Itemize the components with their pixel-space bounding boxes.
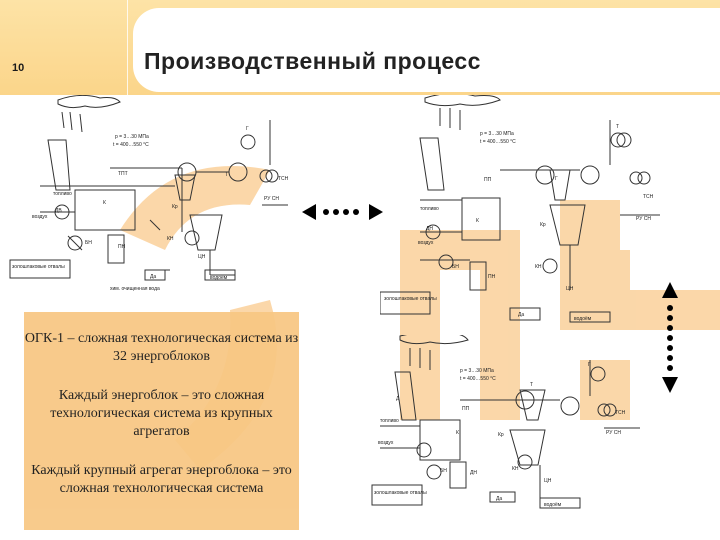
callout-paragraph-3: Каждый крупный агрегат энергоблока – это… xyxy=(31,463,292,496)
d2-bn: БН xyxy=(452,264,459,270)
d3-g: Г xyxy=(588,362,591,368)
d2-water: водоём xyxy=(574,316,592,322)
d3-temperature: t = 400…550 °С xyxy=(460,376,496,382)
d2-ash: золошлаковые отвалы xyxy=(384,296,437,302)
d2-tsn: ТСН xyxy=(643,194,654,200)
d3-water: водоём xyxy=(544,502,562,508)
d1-fuel: топливо xyxy=(53,191,72,197)
d3-kp: Кр xyxy=(498,432,504,438)
d2-de: Да xyxy=(518,312,524,318)
d2-t: Т xyxy=(616,124,619,130)
title-panel xyxy=(133,8,720,92)
d3-rusn: РУ СН xyxy=(606,430,621,436)
d1-rusn: РУ СН xyxy=(264,196,279,202)
diagram-powerplant-3: р = 3…30 МПа t = 400…550 °С ПП К топливо… xyxy=(371,335,640,509)
d2-g: Г xyxy=(555,176,558,182)
d1-bn: БН xyxy=(85,240,92,246)
d1-chem: хим. очищенная вода xyxy=(110,286,160,292)
d1-pn: ПН xyxy=(118,244,126,250)
d3-boiler: К xyxy=(456,430,459,436)
callout-paragraph-1: ОГК-1 – сложная технологическая система … xyxy=(24,331,299,364)
double-arrow-vertical-icon xyxy=(662,282,678,393)
header-divider xyxy=(127,0,128,95)
d3-t: Т xyxy=(530,382,533,388)
d2-kp: Кр xyxy=(540,222,546,228)
d1-dv: ДВ xyxy=(55,208,62,214)
d3-tsn: ТСН xyxy=(615,410,626,416)
d1-t: Т xyxy=(225,172,228,178)
d1-pressure: р = 3…30 МПа xyxy=(115,134,149,140)
d1-boiler: К xyxy=(103,200,106,206)
d3-kn: КН xyxy=(512,466,519,472)
d1-air: воздух xyxy=(32,214,48,220)
d3-cn: ЦН xyxy=(544,478,552,484)
d2-cn: ЦН xyxy=(566,286,574,292)
double-arrow-horizontal-icon xyxy=(302,204,383,220)
callout-box: ОГК-1 – сложная технологическая система … xyxy=(24,312,299,530)
d1-g: Г xyxy=(246,126,249,132)
d2-fuel: топливо xyxy=(420,206,439,212)
d1-ash: золошлаковые отвалы xyxy=(12,264,65,270)
d3-dn: ДН xyxy=(470,470,477,476)
d2-pressure: р = 3…30 МПа xyxy=(480,131,514,137)
d3-de: Да xyxy=(496,496,502,502)
d2-dn: ДН xyxy=(426,226,433,232)
slide-number: 10 xyxy=(12,62,25,74)
watermark-logo xyxy=(120,166,720,470)
d3-ash: золошлаковые отвалы xyxy=(374,490,427,496)
d3-pp: ПП xyxy=(462,406,470,412)
diagram-powerplant-2: р = 3…30 МПа t = 400…550 °С ПП К топливо… xyxy=(380,95,660,323)
d2-pn: ПН xyxy=(488,274,496,280)
d2-temperature: t = 400…550 °С xyxy=(480,139,516,145)
diagram-powerplant-1: р = 3…30 МПа t = 400…550 °С ТПТ К топлив… xyxy=(9,95,289,292)
d1-cn: ЦН xyxy=(198,254,206,260)
d2-air: воздух xyxy=(418,240,434,246)
d1-water: водоём xyxy=(210,275,228,281)
d1-tsn: ТСН xyxy=(278,176,289,182)
d3-bn: БН xyxy=(440,468,447,474)
callout-paragraph-2: Каждый энергоблок – это сложная технолог… xyxy=(50,388,273,439)
d2-rusn: РУ СН xyxy=(636,216,651,222)
d3-pressure: р = 3…30 МПа xyxy=(460,368,494,374)
d3-air: воздух xyxy=(378,440,394,446)
d3-d: Д xyxy=(396,396,400,402)
d3-fuel: топливо xyxy=(380,418,399,424)
d2-kn: КН xyxy=(535,264,542,270)
d1-tpt: ТПТ xyxy=(118,171,128,177)
d2-boiler: К xyxy=(476,218,479,224)
d1-temperature: t = 400…550 °С xyxy=(113,142,149,148)
d1-kn: КН xyxy=(167,236,174,242)
d2-pp: ПП xyxy=(484,177,492,183)
d1-de: Да xyxy=(150,274,156,280)
d1-kp: Кр xyxy=(172,204,178,210)
slide-title: Производственный процесс xyxy=(144,48,481,74)
